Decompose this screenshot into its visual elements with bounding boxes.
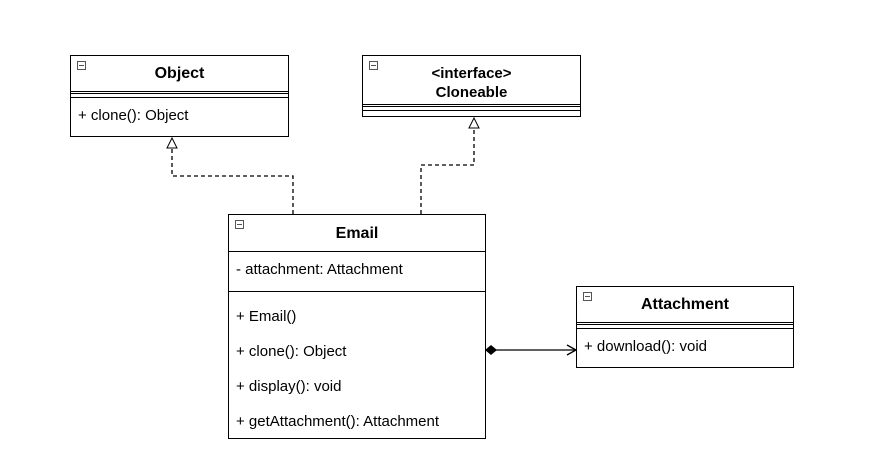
collapse-icon[interactable] — [77, 61, 86, 70]
class-object-header: Object — [71, 56, 288, 91]
class-email-header: Email — [229, 215, 485, 251]
class-attachment[interactable]: Attachment + download(): void — [576, 286, 794, 368]
composition-diamond — [485, 345, 497, 355]
class-name: Cloneable — [435, 84, 508, 101]
realization-arrowhead-cloneable — [468, 116, 480, 129]
method-row: + display(): void — [236, 378, 342, 395]
realization-email-cloneable — [420, 128, 475, 214]
method-row: + clone(): Object — [236, 343, 347, 360]
class-name: Attachment — [640, 296, 729, 313]
compartment-divider — [363, 110, 580, 111]
method-row: + Email() — [236, 308, 297, 325]
compartment-divider — [229, 291, 485, 292]
compartment-divider — [577, 328, 793, 329]
stereotype-label: <interface> — [431, 65, 512, 82]
class-email[interactable]: Email - attachment: Attachment + Email()… — [228, 214, 486, 439]
class-cloneable[interactable]: <interface> Cloneable — [362, 55, 581, 117]
method-row: + clone(): Object — [78, 107, 189, 124]
compartment-divider — [71, 91, 288, 94]
class-name: Email — [335, 225, 379, 242]
compartment-divider — [577, 322, 793, 325]
realization-arrowhead-object — [166, 136, 178, 149]
class-cloneable-header: <interface> Cloneable — [363, 56, 580, 101]
method-row: + download(): void — [584, 338, 707, 355]
collapse-icon[interactable] — [235, 220, 244, 229]
compartment-divider — [363, 104, 580, 107]
methods-compartment: + Email() + clone(): Object + display():… — [229, 292, 485, 439]
method-row: + getAttachment(): Attachment — [236, 413, 440, 430]
class-name: Object — [154, 65, 205, 82]
collapse-icon[interactable] — [583, 292, 592, 301]
class-attachment-header: Attachment — [577, 287, 793, 322]
collapse-icon[interactable] — [369, 61, 378, 70]
attribute-row: - attachment: Attachment — [236, 261, 403, 278]
compartment-divider — [229, 251, 485, 252]
compartment-divider — [71, 97, 288, 98]
class-object[interactable]: Object + clone(): Object — [70, 55, 289, 137]
realization-email-object — [171, 148, 294, 214]
